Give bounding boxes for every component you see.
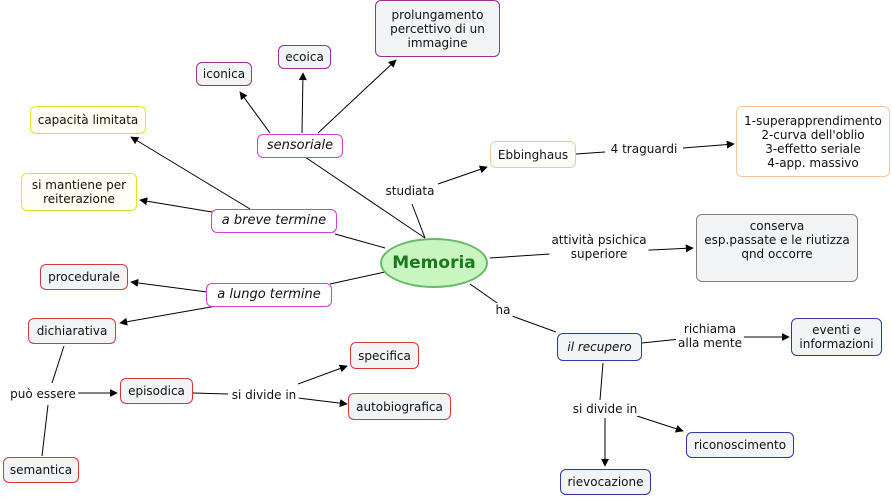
edge-studiata-ebbinghaus — [437, 165, 488, 185]
link-label-4-traguardi: 4 traguardi — [608, 142, 680, 156]
dichiarativa-node[interactable]: dichiarativa — [28, 318, 116, 344]
edge-dichiarativa-puo — [51, 345, 65, 384]
edge-memoria-ha — [469, 283, 501, 306]
link-label-attivita: attività psichica superiore — [549, 233, 649, 261]
link-label-ha: ha — [493, 303, 513, 317]
edge-sidivide-riconoscimento — [636, 415, 684, 433]
edge-memoria-lungo — [329, 271, 386, 285]
edge-puo-semantica — [41, 404, 49, 457]
edge-episodica-sidivide — [192, 392, 229, 395]
edge-sensoriale-iconica — [239, 91, 271, 134]
eventi-informazioni-node[interactable]: eventi e informazioni — [791, 318, 882, 356]
capacita-limitata-node[interactable]: capacità limitata — [30, 106, 146, 134]
edge-sensoriale-prolungamento — [317, 59, 397, 134]
edge-memoria-breve — [334, 233, 386, 249]
semantica-node[interactable]: semantica — [3, 457, 79, 483]
rievocazione-node[interactable]: rievocazione — [560, 469, 651, 495]
edge-breve-reiterazione — [139, 197, 213, 213]
ebbinghaus-node[interactable]: Ebbinghaus — [490, 141, 576, 168]
riconoscimento-node[interactable]: riconoscimento — [686, 432, 794, 458]
conserva-node[interactable]: conserva esp.passate e le riutizza qnd o… — [696, 214, 858, 282]
iconica-node[interactable]: iconica — [196, 62, 252, 86]
reiterazione-node[interactable]: si mantiene per reiterazione — [21, 173, 137, 211]
edge-sidivide-specifica — [297, 364, 348, 385]
link-label-si-divide-in-recupero: si divide in — [570, 402, 640, 416]
edge-recupero-richiama — [641, 338, 681, 344]
link-label-puo-essere: può essere — [8, 387, 78, 401]
ecoica-node[interactable]: ecoica — [278, 45, 331, 69]
recupero-node[interactable]: il recupero — [557, 333, 642, 361]
traguardi-list-node[interactable]: 1-superapprendimento 2-curva dell'oblio … — [736, 106, 890, 177]
edge-memoria-sensoriale — [304, 156, 426, 239]
link-label-studiata: studiata — [383, 184, 437, 198]
edge-sensoriale-ecoica — [298, 72, 307, 134]
edge-memoria-attivita — [489, 253, 551, 259]
breve-termine-node[interactable]: a breve termine — [211, 209, 337, 233]
lungo-termine-node[interactable]: a lungo termine — [206, 283, 332, 307]
autobiografica-node[interactable]: autobiografica — [348, 393, 451, 420]
specifica-node[interactable]: specifica — [350, 342, 419, 369]
edge-traguardi-list — [682, 140, 735, 149]
prolungamento-node[interactable]: prolungamento percettivo di un immagine — [375, 0, 500, 57]
edge-ebbinghaus-traguardi — [575, 151, 606, 155]
link-label-si-divide-in-episodica: si divide in — [229, 388, 299, 402]
edge-sidivide-autobiografica — [297, 397, 348, 408]
edge-ha-recupero — [511, 315, 557, 333]
sensoriale-node[interactable]: sensoriale — [257, 134, 343, 158]
link-label-richiama: richiama alla mente — [676, 322, 744, 350]
procedurale-node[interactable]: procedurale — [40, 264, 128, 290]
memoria-central-node[interactable]: Memoria — [380, 238, 488, 288]
edge-recupero-sidivide — [599, 362, 604, 401]
edge-memoria-studiata — [411, 203, 426, 239]
episodica-node[interactable]: episodica — [120, 378, 193, 404]
edge-lungo-procedurale — [130, 278, 208, 293]
edge-lungo-dichiarativa — [119, 304, 223, 326]
edge-breve-capacita — [130, 136, 251, 210]
